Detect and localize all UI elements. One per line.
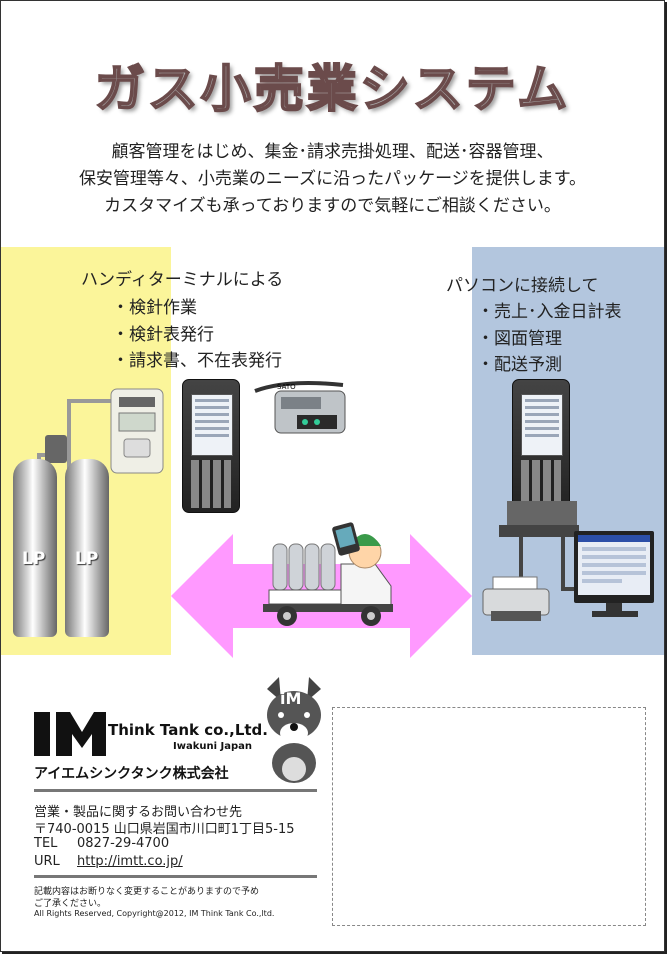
right-feature-item: ・配送予測 [477,355,562,375]
right-feature-item: ・図面管理 [477,329,562,349]
company-name-ja: アイエムシンクタンク株式会社 [34,766,229,782]
logo-location: Iwakuni Japan [173,741,252,752]
gas-meter-icon [37,388,164,478]
url-label: URL [34,854,60,869]
contact-heading: 営業・製品に関するお問い合わせ先 [34,805,243,820]
svg-text:SATO: SATO [277,383,296,391]
logo-company-name: Think Tank co.,Ltd. [108,721,268,739]
left-feature-item: ・検針作業 [112,298,197,318]
right-feature-item: ・売上･入金日計表 [477,302,622,322]
mascot-dog-icon [267,677,321,783]
left-feature-item: ・検針表発行 [112,325,214,345]
mascot-badge: iM [280,689,302,708]
lp-cylinder [65,459,109,637]
divider [34,875,317,878]
im-logo-mark-icon [34,712,106,756]
page-title: ガス小売業システム [94,59,571,119]
intro-line-2: 保安管理等々、小売業のニーズに沿ったパッケージを提供します。 [78,169,587,189]
tel-label: TEL [34,836,58,851]
intro-line-1: 顧客管理をはじめ、集金･請求売掛処理、配送･容器管理、 [111,142,554,162]
notice-line-1: 記載内容はお断りなく変更することがありますので予め [34,887,260,897]
cylinder-label: LP [22,549,46,569]
left-feature-heading: ハンディターミナルによる [81,270,284,290]
blank-dashed-box [332,707,646,926]
left-feature-item: ・請求書、不在表発行 [112,351,282,371]
divider [34,789,317,792]
lp-cylinder [13,459,57,637]
cradle-connection-icon [499,501,579,591]
handy-terminal-icon [512,379,570,513]
printer-icon [482,576,550,621]
monitor-icon [574,531,654,617]
cylinder-label: LP [75,549,99,569]
contact-address: 〒740-0015 山口県岩国市川口町1丁目5-15 [34,822,295,837]
cylinder-valve [45,435,67,463]
tel-number: 0827-29-4700 [77,836,170,851]
company-logo [34,712,106,762]
intro-line-3: カスタマイズも承っておりますので気軽にご相談ください。 [104,196,561,216]
delivery-truck-icon [263,522,393,626]
right-feature-heading: パソコンに接続して [446,276,599,296]
handy-terminal-icon [182,379,240,513]
notice-line-2: ご了承ください。 [34,899,107,909]
copyright: All Rights Reserved, Copyright@2012, IM … [34,909,275,918]
portable-printer-icon: SATO [247,377,357,449]
website-link[interactable]: http://imtt.co.jp/ [77,854,183,869]
